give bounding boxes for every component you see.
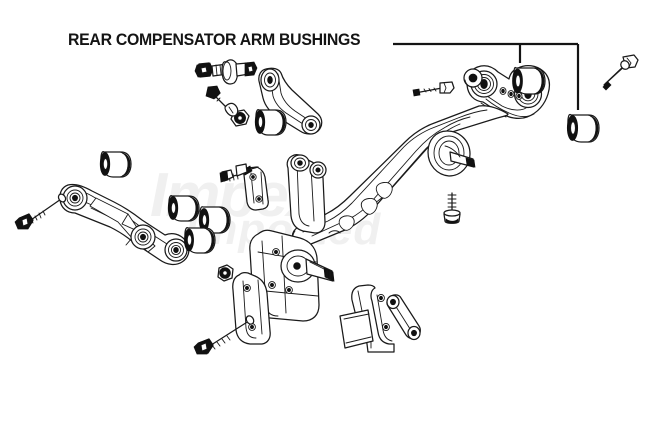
flange-bolt-right-upper: [412, 81, 455, 97]
lower-arm-eye-upper-left: [62, 185, 88, 211]
lower-arm-eye-middle: [130, 224, 156, 250]
flange-bolt-right-top: [602, 54, 639, 91]
flange-bolt-long-left: [14, 193, 67, 230]
flange-bolt-long-bottom: [193, 315, 255, 355]
compensator-arm-bushing-outer: [566, 113, 600, 143]
knuckle-mount-bracket: [242, 165, 269, 211]
bushing-center-lower: [184, 227, 216, 254]
brake-backing-bracket: [339, 284, 395, 353]
trailing-arm-beam: [291, 105, 509, 246]
bushing-sleeve-bolt-top: [194, 59, 258, 85]
flange-bolt-upper-left-small: [205, 85, 239, 117]
upper-control-arm: [258, 67, 323, 135]
lower-control-arm: [59, 183, 190, 266]
rear-knuckle-hub: [232, 153, 335, 345]
flange-bolt-short-mid: [235, 163, 259, 177]
bushing-left-lower: [167, 195, 200, 222]
stabilizer-link: [386, 294, 421, 341]
washer-spacer: [463, 68, 483, 88]
compensator-arm-bushing-inner: [512, 66, 546, 95]
bushing-upper-arm: [254, 109, 287, 136]
leader-line: [393, 42, 580, 110]
knuckle-spindle: [280, 249, 335, 283]
bushing-left-upper: [99, 151, 132, 178]
flange-bolt-short-upper: [219, 169, 242, 183]
lower-arm-eye-lower-right: [164, 238, 188, 262]
hex-nut-lower: [217, 264, 234, 282]
page-title: REAR COMPENSATOR ARM BUSHINGS: [68, 31, 361, 49]
trailing-arm-pivot-hub: [427, 130, 476, 177]
flange-bolt-center-vertical: [443, 192, 461, 224]
trailing-arm-web-slots: [328, 182, 393, 234]
bushing-center-upper: [198, 206, 231, 234]
